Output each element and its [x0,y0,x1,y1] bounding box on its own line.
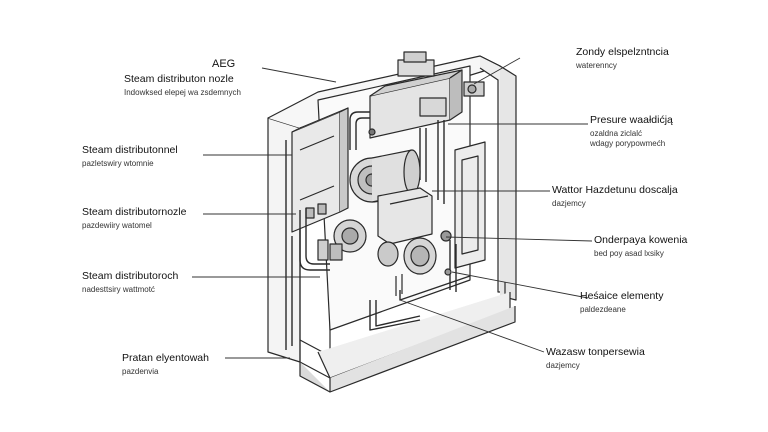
label-title: Wattor Hazdetunu doscalja [552,184,678,196]
label-steam-distributor-3: Steam distributoroch nadesttsiry wattmot… [82,270,178,294]
label-title: Steam distributornozle [82,206,187,218]
label-subtitle: waterenncy [576,60,617,70]
label-title: Steam distributon nozle [124,73,234,86]
control-box [291,107,349,233]
label-subtitle: Indowksed elepej wa zsdemnych [124,87,241,97]
label-title: Pratan elyentowah [122,352,209,364]
label-subtitle: paldezdeane [580,304,626,314]
label-subtitle: ozaldna ziclalć [590,128,643,138]
label-subtitle: bed poy asad lxsiky [594,248,664,258]
label-title: Steam distributoroch [82,270,179,282]
label-title: Zondy elspelzntncia [576,46,669,58]
label-steam-distributor-1: Steam distributonnel pazletswiry wtomnie [82,144,178,168]
label-title: Presure waałdićją [590,114,673,126]
label-title: Onderpaya kowenia [594,234,688,246]
label-title: Wazasw tonpersewia [546,346,645,358]
label-zondy: Zondy elspelzntncia waterenncy [576,46,669,70]
label-brand-nozzle: AEG Steam distributon nozle Indowksed el… [124,58,241,97]
label-onderpaya: Onderpaya kowenia bed poy asad lxsiky [594,234,687,258]
label-title: Heśaice elementy [580,290,664,302]
label-steam-distributor-2: Steam distributornozle pazdewiiry watome… [82,206,186,230]
label-subtitle: nadesttsiry wattmotć [82,284,155,294]
label-subtitle: pazletswiry wtomnie [82,158,154,168]
brand-text: AEG [212,58,236,70]
pipes [285,111,471,350]
label-subtitle-2: wdagy porypowmećh [590,139,666,149]
label-subtitle: dazjemcy [552,198,586,208]
label-wazasw: Wazasw tonpersewia dazjemcy [546,346,645,370]
leader-lines-left [192,67,337,359]
label-subtitle: dazjemcy [546,360,580,370]
label-subtitle: pazdewiiry watomel [82,220,152,230]
label-pratan: Pratan elyentowah pazdenvia [122,352,209,376]
label-title: Steam distributonnel [82,144,178,156]
label-subtitle: pazdenvia [122,366,159,376]
heat-exchanger [369,51,485,139]
label-wattor: Wattor Hazdetunu doscalja dazjemcy [552,184,678,208]
leader-lines-right [399,57,593,353]
pump-assembly [317,128,452,296]
label-heating-elements: Heśaice elementy paldezdeane [580,290,663,314]
label-pressure: Presure waałdićją ozaldna ziclalć wdagy … [590,114,673,149]
